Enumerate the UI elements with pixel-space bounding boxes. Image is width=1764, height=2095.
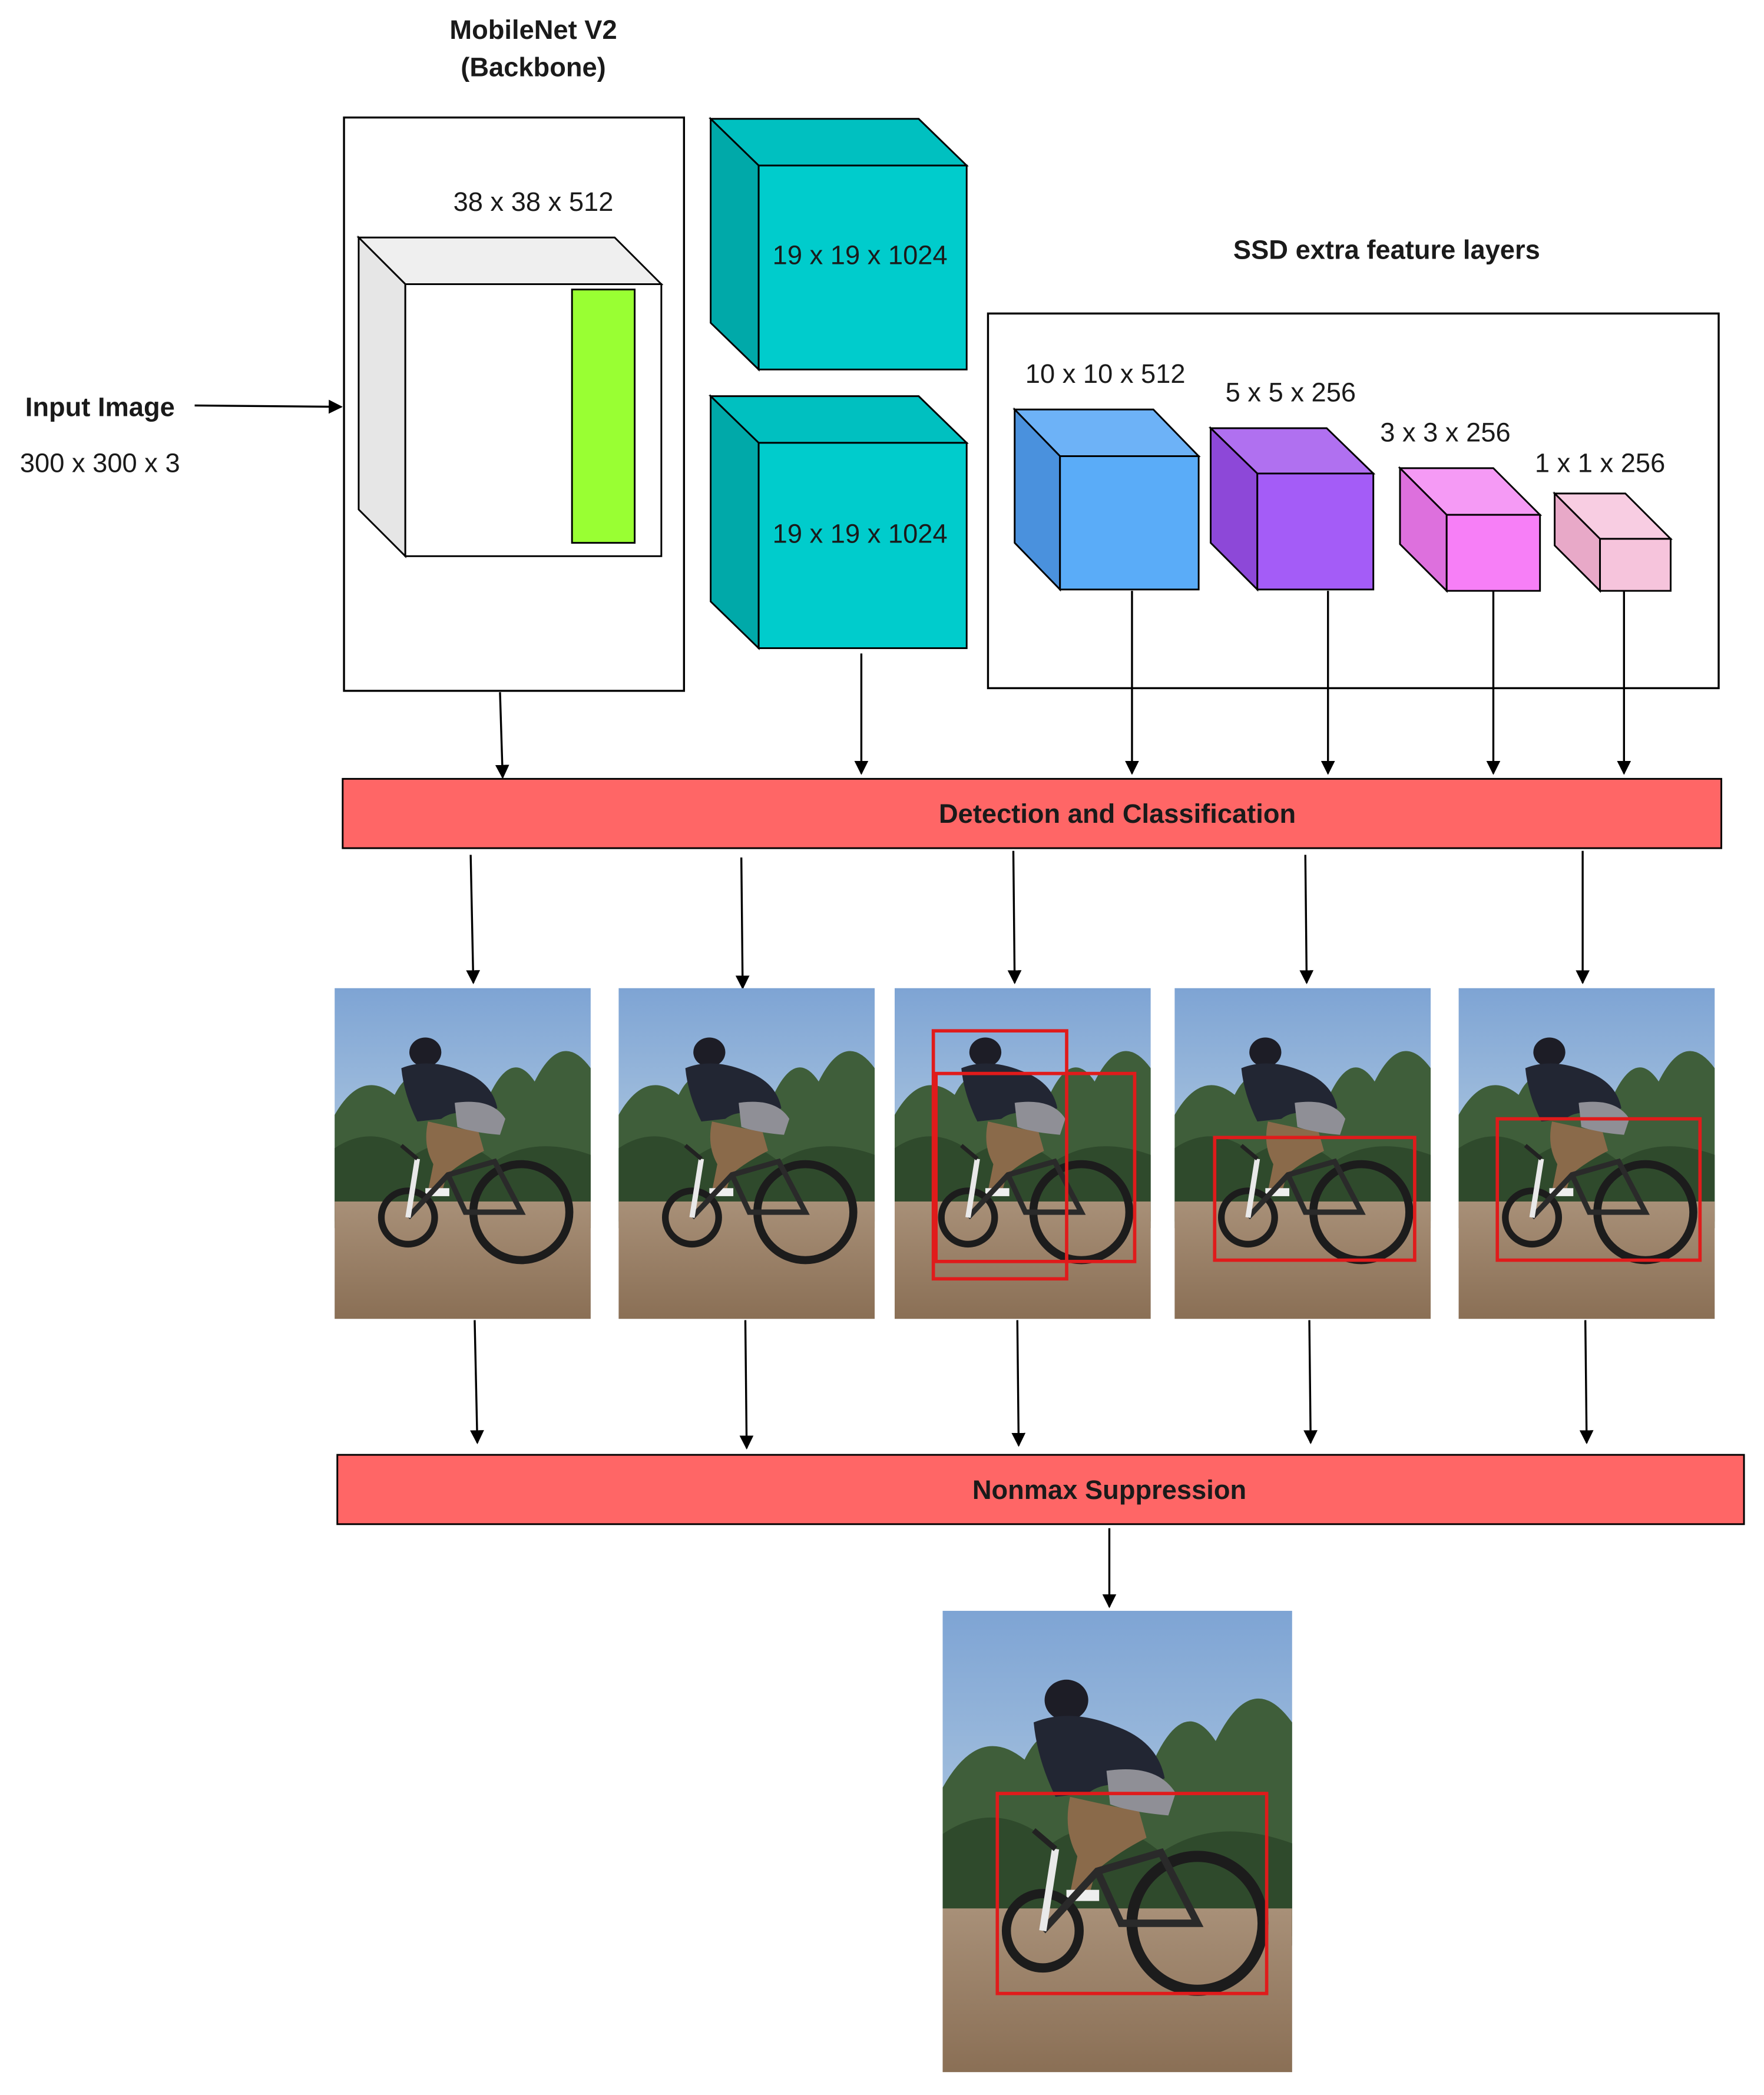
conv-block-2: 19 x 19 x 1024 xyxy=(708,394,969,650)
extra-layer-3-label: 3 x 3 x 256 xyxy=(1380,418,1510,448)
input-arrow xyxy=(194,399,343,414)
detection-bar xyxy=(342,777,1723,849)
extra-layers-title: SSD extra feature layers xyxy=(1233,234,1540,264)
detection-bar-label: Detection and Classification xyxy=(939,799,1296,829)
detection-thumbnail-5 xyxy=(1459,988,1715,1319)
candidate-box xyxy=(934,1071,1137,1263)
conv-block-2-label: 19 x 19 x 1024 xyxy=(773,519,948,549)
conv-block-1-label: 19 x 19 x 1024 xyxy=(773,240,948,270)
backbone-highlight-bar xyxy=(571,289,636,544)
detection-thumbnail-2 xyxy=(618,988,875,1319)
nms-bar-label: Nonmax Suppression xyxy=(972,1475,1246,1505)
backbone-feature-label: 38 x 38 x 512 xyxy=(454,187,614,217)
backbone-title: MobileNet V2 xyxy=(449,15,617,45)
input-size: 300 x 300 x 3 xyxy=(20,448,180,478)
extra-layer-4-label: 1 x 1 x 256 xyxy=(1535,448,1665,478)
candidate-box xyxy=(1495,1117,1702,1262)
backbone-feature-block xyxy=(356,235,664,558)
conv-block-1: 19 x 19 x 1024 xyxy=(708,117,969,372)
extra-layer-2-label: 5 x 5 x 256 xyxy=(1226,378,1356,408)
final-detection-box xyxy=(995,1792,1269,1995)
detection-thumbnail-3 xyxy=(895,988,1151,1319)
input-title: Input Image xyxy=(25,392,175,422)
detection-thumbnail-1 xyxy=(335,988,591,1319)
thumbnail-arrows xyxy=(470,1320,1594,1450)
final-output-image xyxy=(943,1611,1292,2072)
detection-arrows xyxy=(466,850,1590,990)
extra-layer-2-block xyxy=(1208,426,1376,592)
candidate-box xyxy=(1213,1136,1417,1262)
candidate-box xyxy=(931,1029,1068,1281)
extra-layer-3-block xyxy=(1398,466,1543,593)
extra-layer-1-label: 10 x 10 x 512 xyxy=(1025,359,1186,389)
detection-thumbnail-4 xyxy=(1174,988,1431,1319)
extra-layer-1-block xyxy=(1012,407,1201,592)
backbone-subtitle: (Backbone) xyxy=(461,52,606,82)
extra-layer-4-block xyxy=(1553,491,1673,593)
nms-bar xyxy=(336,1454,1745,1525)
feature-arrows xyxy=(495,591,1631,779)
